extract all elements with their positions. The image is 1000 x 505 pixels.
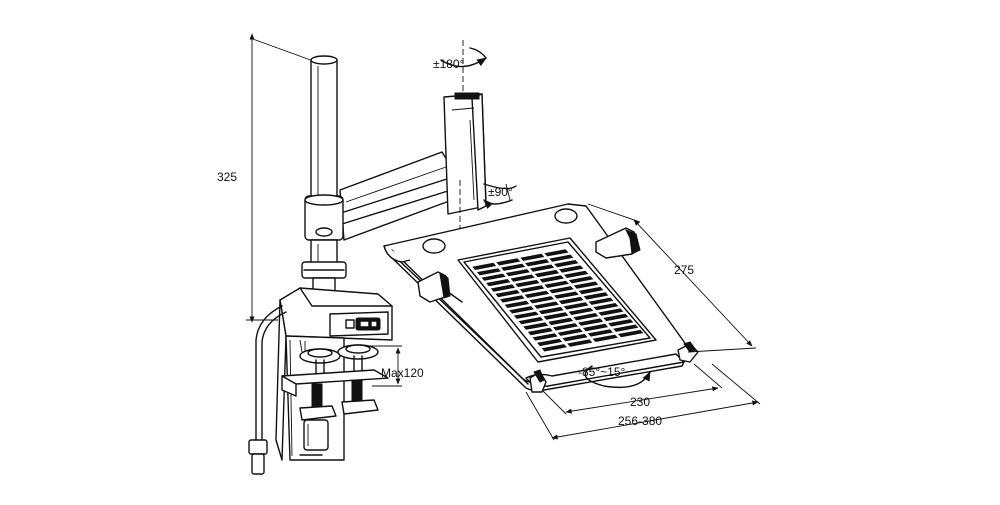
rotate-90-indicator: ±90°	[459, 180, 517, 232]
vent-slot	[573, 281, 599, 289]
vent-slot	[573, 313, 599, 321]
vent-slot	[539, 275, 564, 283]
vent-slot	[534, 269, 560, 278]
tilt-range-indicator: -85°~15°	[578, 365, 651, 389]
vent-slot	[538, 306, 564, 315]
vent-slot	[525, 259, 550, 267]
vent-slot	[541, 344, 567, 352]
vent-slot	[603, 313, 629, 322]
tray-hooks	[417, 227, 699, 393]
width-range-dimension: 256-380	[525, 363, 761, 441]
rotate-180-label: ±180°	[433, 57, 465, 71]
vent-slot	[504, 300, 530, 308]
vent-slot	[562, 333, 588, 342]
width-230-label: 230	[630, 395, 650, 409]
vent-slot	[519, 285, 545, 293]
vent-slot	[568, 276, 594, 284]
vent-slot	[592, 334, 618, 342]
vent-slot	[500, 295, 525, 303]
vent-slot	[593, 303, 619, 311]
vent-slot	[558, 296, 584, 305]
support-pole	[310, 55, 338, 211]
vent-slot	[518, 317, 544, 325]
vent-slot	[520, 253, 545, 261]
vent-slot	[505, 269, 530, 277]
vent-slot	[509, 306, 534, 314]
vent-slot	[513, 311, 539, 319]
vent-slot	[537, 338, 563, 347]
vent-slot	[564, 270, 589, 278]
width-256-380-label: 256-380	[618, 414, 662, 428]
vent-slot	[523, 322, 549, 330]
vent-slot	[527, 327, 553, 336]
vent-slot	[554, 260, 579, 268]
vent-slot	[472, 262, 497, 270]
vent-slot	[532, 333, 558, 341]
clamp-max120-label: Max120	[381, 366, 424, 380]
vent-slot	[578, 318, 604, 326]
vent-slot	[559, 265, 584, 273]
vent-slot	[544, 249, 569, 257]
vent-slot	[495, 289, 520, 298]
vent-slot	[476, 268, 501, 276]
vent-slot	[524, 290, 550, 298]
vent-slot	[587, 329, 613, 337]
vent-slot	[529, 264, 555, 272]
height-325-label: 325	[217, 170, 237, 184]
vent-slot	[549, 286, 574, 294]
vent-slot	[578, 286, 604, 295]
vent-slot	[588, 297, 614, 305]
vent-slot	[567, 339, 593, 347]
vent-slot	[486, 279, 511, 287]
vent-slot	[557, 328, 583, 336]
vent-slot	[501, 263, 526, 271]
clamp-screws	[281, 344, 389, 421]
vent-slot	[510, 274, 535, 282]
vent-slot	[496, 258, 521, 266]
vent-slot	[515, 279, 540, 288]
vent-slot	[548, 317, 574, 326]
clamp-max-dimension: Max120	[366, 345, 424, 387]
tilt-post	[443, 92, 487, 215]
vent-slot	[554, 291, 579, 299]
vent-slot	[613, 324, 639, 332]
vent-slot	[534, 301, 559, 309]
rotate-180-indicator: ±180°	[433, 40, 487, 92]
height-dimension: 325	[217, 33, 317, 323]
vent-slot	[582, 323, 609, 332]
vent-slot	[481, 273, 506, 281]
vent-slot	[553, 323, 578, 331]
vent-slot	[583, 292, 609, 300]
vent-slot	[608, 319, 634, 327]
swing-arm	[339, 151, 453, 241]
vent-slot	[544, 280, 569, 288]
depth-dimension: 275	[587, 203, 757, 353]
vent-slot	[490, 284, 516, 292]
usb-cable	[248, 305, 287, 475]
vent-slot	[563, 302, 589, 310]
vent-slots	[472, 249, 644, 352]
vent-slot	[568, 307, 594, 315]
vent-slot	[529, 296, 554, 304]
rotate-90-label: ±90°	[488, 185, 513, 199]
vent-slot	[598, 308, 624, 316]
vent-slot	[549, 254, 574, 262]
depth-275-label: 275	[674, 263, 694, 277]
vent-slot	[543, 312, 569, 320]
tilt-range-label: -85°~15°	[578, 365, 625, 379]
